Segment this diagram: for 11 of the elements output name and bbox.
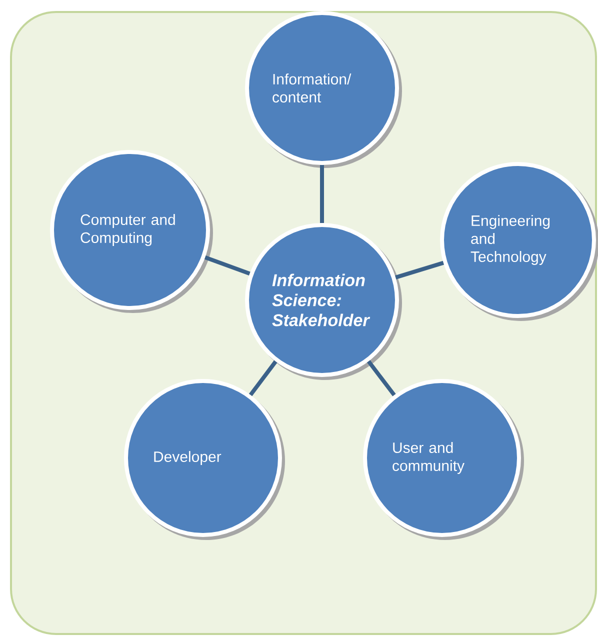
- circle-node: Information/ content: [245, 11, 402, 168]
- connector-line: [320, 165, 324, 223]
- circle-node: User and community: [363, 379, 524, 540]
- circle-node: Developer: [124, 379, 285, 540]
- circle-node: Information Science: Stakeholder: [245, 223, 402, 380]
- connector-line: [366, 360, 396, 396]
- circle-node: Engineering and Technology: [440, 162, 598, 321]
- connector-line: [248, 360, 278, 396]
- connector-line: [395, 260, 444, 280]
- circle-node: Computer and Computing: [50, 150, 213, 313]
- connector-line: [204, 256, 250, 276]
